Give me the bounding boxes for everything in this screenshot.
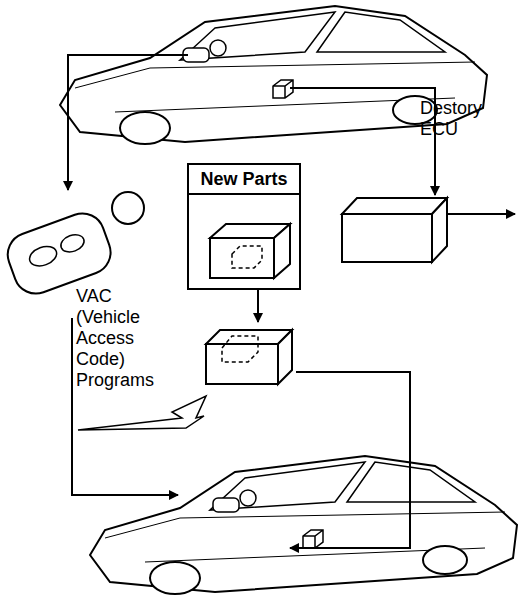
leader-arrow [448,213,515,215]
ecu-front [210,238,274,278]
fob-body [2,207,117,299]
ecu-side [432,198,447,262]
leader-arrow [290,88,435,195]
key-fob [2,207,117,299]
box-heading: New Parts [189,165,299,195]
note-label: VAC (Vehicle Access Code) Programs [76,286,160,391]
ecu-front [342,214,432,262]
fob-button [27,243,59,269]
ecu-top [342,198,447,214]
car-after [90,456,517,594]
fob-ring [112,192,144,224]
note-label: Destory ECU [420,98,500,140]
leader-arrow [68,55,188,190]
parts-box: New Parts [187,163,301,290]
leader-arrow [257,290,259,322]
ecu-front [206,344,278,384]
ecu-chip [222,336,258,362]
fob-button [58,232,86,255]
program-bolt [78,396,206,430]
ecu-chip [232,246,262,268]
ecu-side [274,224,290,278]
leader-arrow [290,372,410,548]
ecu-side [278,330,292,384]
